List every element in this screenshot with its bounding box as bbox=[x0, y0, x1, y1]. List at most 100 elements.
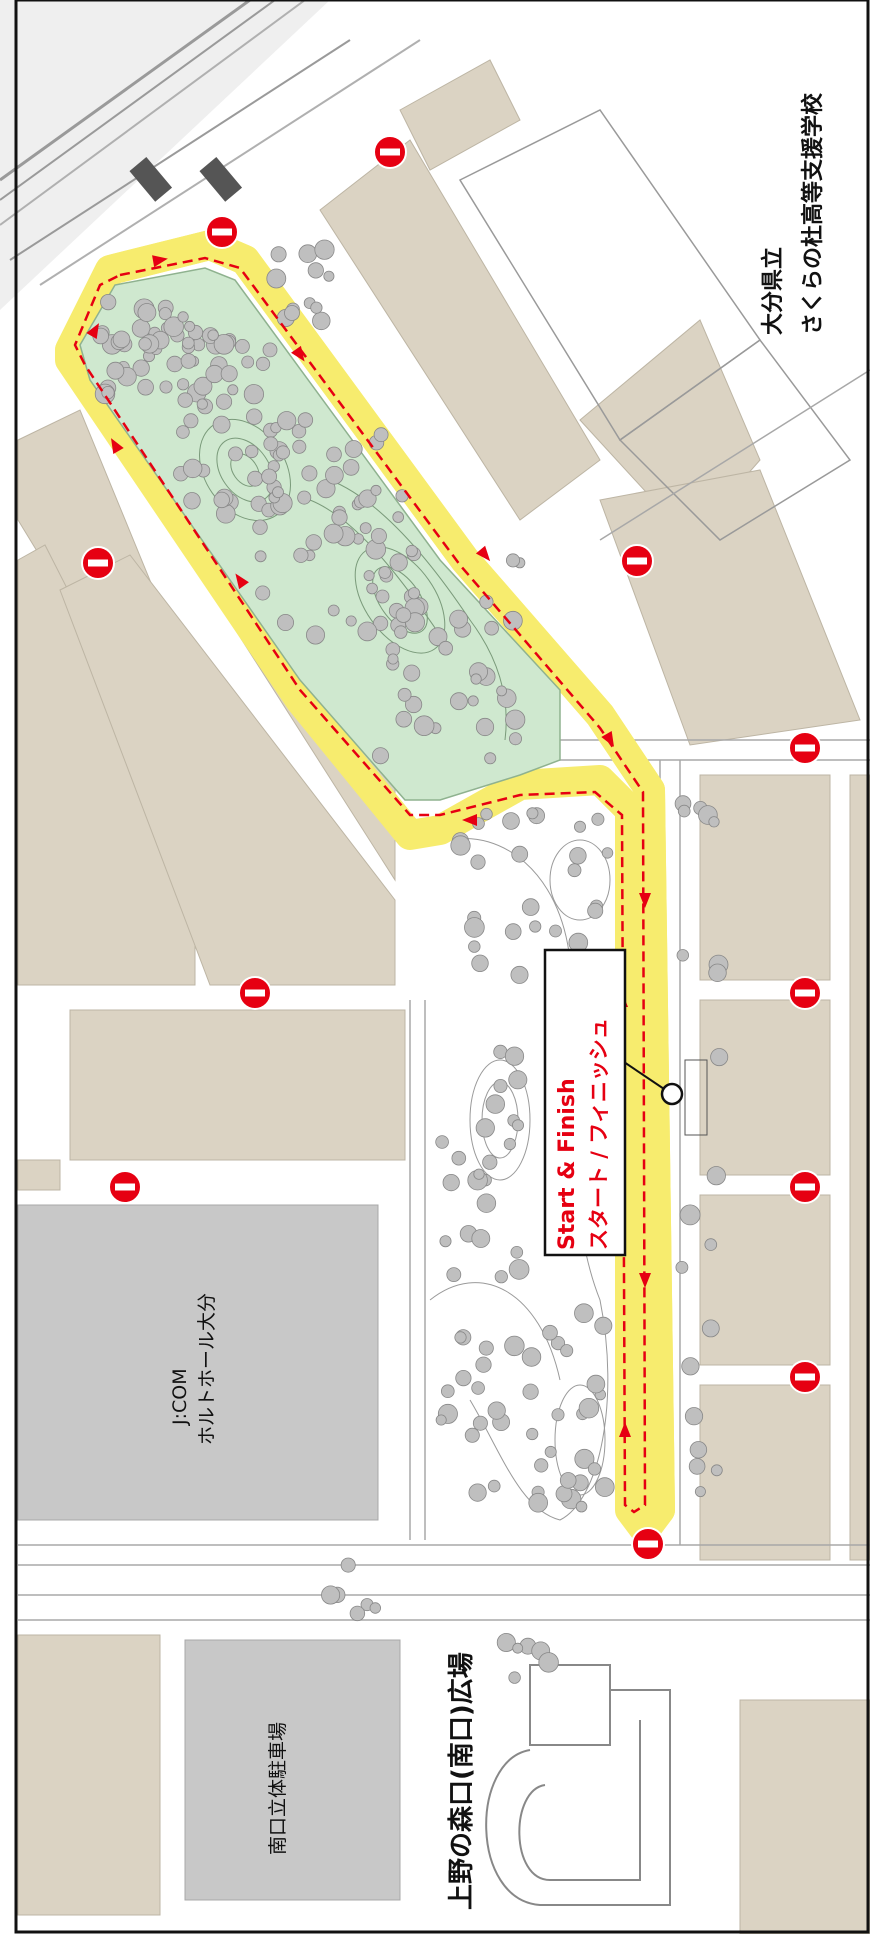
tree-icon bbox=[529, 920, 542, 933]
tree-icon bbox=[375, 589, 390, 604]
tree-icon bbox=[405, 544, 418, 558]
course-highlight bbox=[55, 230, 675, 1545]
tree-icon bbox=[112, 330, 131, 349]
tree-icon bbox=[449, 609, 469, 629]
tree-icon bbox=[403, 664, 421, 682]
tree-icon bbox=[276, 614, 294, 632]
tree-icon bbox=[394, 625, 408, 639]
tree-icon bbox=[349, 1605, 366, 1622]
tree-icon bbox=[266, 268, 287, 289]
tree-icon bbox=[586, 1374, 606, 1394]
course-arrow bbox=[291, 345, 305, 362]
tree-icon bbox=[522, 1383, 539, 1400]
tree-icon bbox=[177, 311, 189, 323]
no-entry-icon bbox=[788, 1170, 822, 1204]
tree-icon bbox=[245, 408, 263, 425]
tree-icon bbox=[252, 519, 268, 535]
tree-icon bbox=[511, 845, 529, 863]
no-entry-icon bbox=[205, 215, 239, 249]
tree-icon bbox=[297, 490, 312, 505]
tree-icon bbox=[363, 570, 375, 582]
tree-icon bbox=[292, 439, 307, 454]
tree-icon bbox=[694, 1486, 706, 1498]
tree-icon bbox=[471, 1229, 491, 1248]
tree-icon bbox=[521, 898, 540, 916]
tree-icon bbox=[272, 486, 284, 499]
tree-icon bbox=[177, 392, 193, 408]
tree-icon bbox=[480, 807, 493, 821]
tree-icon bbox=[591, 812, 605, 826]
tree-icon bbox=[464, 917, 485, 938]
tree-icon bbox=[323, 270, 335, 282]
tree-icon bbox=[567, 863, 582, 878]
tree-icon bbox=[220, 365, 238, 383]
tree-icon bbox=[701, 1319, 720, 1338]
tree-icon bbox=[316, 479, 336, 499]
course-arrow bbox=[619, 1422, 631, 1437]
tree-icon bbox=[508, 1070, 528, 1090]
tree-icon bbox=[180, 353, 197, 369]
tree-icon bbox=[675, 1261, 689, 1274]
tree-icon bbox=[263, 436, 279, 452]
tree-icon bbox=[677, 804, 691, 818]
tree-icon bbox=[378, 566, 392, 579]
tree-icon bbox=[389, 553, 408, 572]
course-arrow bbox=[111, 438, 124, 455]
tree-icon bbox=[471, 954, 489, 973]
tree-icon bbox=[484, 752, 497, 765]
tree-icon bbox=[688, 1458, 706, 1475]
tree-icon bbox=[297, 412, 314, 428]
tree-icon bbox=[325, 465, 344, 485]
hall-label-line1: J:COM bbox=[169, 1368, 191, 1426]
tree-icon bbox=[407, 587, 421, 600]
tree-icon bbox=[435, 1414, 447, 1426]
tree-icon bbox=[205, 364, 224, 384]
tree-icon bbox=[578, 1397, 600, 1419]
hall-building bbox=[17, 1204, 379, 1521]
tree-icon bbox=[158, 307, 172, 321]
tree-icon bbox=[450, 835, 471, 856]
tree-icon bbox=[508, 732, 522, 746]
tree-icon bbox=[505, 553, 520, 568]
tree-icon bbox=[387, 653, 399, 665]
tree-icon bbox=[298, 244, 318, 264]
tree-icon bbox=[710, 1464, 723, 1477]
tree-icon bbox=[708, 816, 720, 828]
tree-icon bbox=[254, 550, 267, 563]
tree-icon bbox=[439, 1235, 452, 1248]
course-arrow bbox=[235, 573, 249, 590]
tree-icon bbox=[569, 847, 587, 865]
tree-icon bbox=[704, 1238, 718, 1251]
tree-icon bbox=[494, 1270, 508, 1284]
tree-icon bbox=[526, 807, 539, 820]
plaza-label: 上野の森口(南口)広場 bbox=[446, 1652, 477, 1910]
tree-icon bbox=[484, 620, 499, 636]
tree-icon bbox=[534, 1458, 549, 1473]
tree-icon bbox=[574, 1448, 595, 1469]
tree-icon bbox=[395, 607, 412, 623]
plaza-loop bbox=[485, 1664, 671, 1906]
tree-icon bbox=[475, 717, 495, 737]
start-marker-icon bbox=[660, 1082, 684, 1106]
tree-icon bbox=[293, 547, 309, 563]
no-entry-icon bbox=[81, 546, 115, 580]
tree-icon bbox=[470, 854, 486, 870]
tree-icon bbox=[496, 685, 508, 697]
tree-icon bbox=[369, 1602, 382, 1614]
course-arrow bbox=[462, 814, 477, 826]
tree-icon bbox=[587, 1462, 602, 1476]
tree-icon bbox=[277, 411, 297, 431]
tree-icon bbox=[323, 523, 344, 544]
tree-icon bbox=[261, 468, 278, 485]
no-entry-icon bbox=[788, 731, 822, 765]
tree-icon bbox=[196, 398, 208, 410]
tree-icon bbox=[241, 355, 255, 369]
tree-icon bbox=[560, 1344, 574, 1358]
tree-icon bbox=[247, 470, 264, 487]
tree-icon bbox=[234, 338, 250, 354]
tree-icon bbox=[392, 511, 405, 523]
tree-icon bbox=[471, 1381, 485, 1395]
tree-icon bbox=[100, 293, 117, 311]
tree-icon bbox=[601, 847, 614, 859]
tree-icon bbox=[482, 1154, 498, 1170]
